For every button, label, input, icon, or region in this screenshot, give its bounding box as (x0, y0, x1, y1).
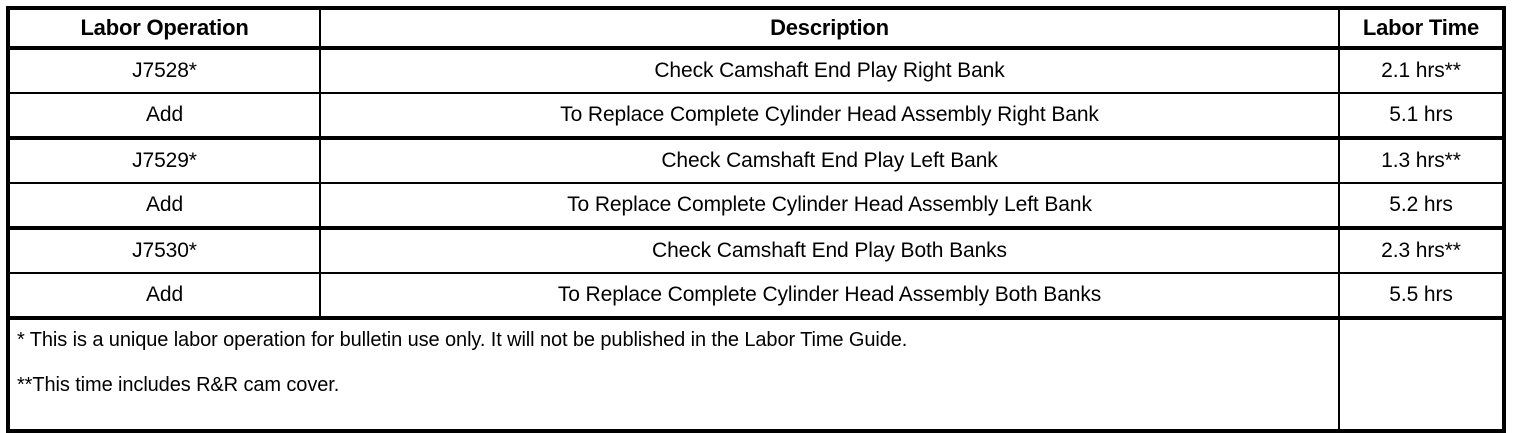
footnote-single-asterisk: * This is a unique labor operation for b… (17, 329, 908, 351)
cell-labor-operation: Add (7, 183, 321, 230)
column-header-labor-operation: Labor Operation (7, 8, 321, 50)
cell-description: To Replace Complete Cylinder Head Assemb… (319, 93, 1340, 140)
cell-labor-operation: Add (7, 273, 321, 320)
cell-labor-time: 2.1 hrs** (1338, 48, 1505, 94)
table-body: J7528* Check Camshaft End Play Right Ban… (7, 48, 1505, 431)
cell-labor-time: 5.5 hrs (1338, 273, 1505, 320)
cell-description: Check Camshaft End Play Left Bank (319, 138, 1340, 184)
column-header-labor-time: Labor Time (1338, 8, 1505, 50)
footnote-double-asterisk: **This time includes R&R cam cover. (17, 374, 340, 396)
cell-labor-time: 5.2 hrs (1338, 183, 1505, 230)
table-footnote-row: * This is a unique labor operation for b… (8, 318, 1504, 431)
table-row: J7530* Check Camshaft End Play Both Bank… (7, 228, 1505, 274)
cell-labor-operation: J7530* (7, 228, 321, 274)
cell-labor-operation: Add (7, 93, 321, 140)
document-sheet: Labor Operation Description Labor Time J… (6, 6, 1506, 433)
table-row: Add To Replace Complete Cylinder Head As… (7, 273, 1505, 320)
table-row: Add To Replace Complete Cylinder Head As… (7, 183, 1505, 230)
cell-description: To Replace Complete Cylinder Head Assemb… (319, 183, 1340, 230)
cell-description: Check Camshaft End Play Both Banks (319, 228, 1340, 274)
cell-labor-operation: J7528* (7, 48, 321, 94)
table-row: J7529* Check Camshaft End Play Left Bank… (7, 138, 1505, 184)
cell-labor-time: 1.3 hrs** (1338, 138, 1505, 184)
labor-operation-table: Labor Operation Description Labor Time J… (6, 6, 1506, 433)
footnote-labor-time-cell (1338, 318, 1504, 431)
cell-description: Check Camshaft End Play Right Bank (319, 48, 1340, 94)
column-header-description: Description (319, 8, 1340, 50)
cell-description: To Replace Complete Cylinder Head Assemb… (319, 273, 1340, 320)
table-row: Add To Replace Complete Cylinder Head As… (7, 93, 1505, 140)
footnote-cell: * This is a unique labor operation for b… (8, 318, 1340, 431)
cell-labor-time: 5.1 hrs (1338, 93, 1505, 140)
table-header-row: Labor Operation Description Labor Time (7, 8, 1505, 50)
cell-labor-time: 2.3 hrs** (1338, 228, 1505, 274)
table-row: J7528* Check Camshaft End Play Right Ban… (7, 48, 1505, 94)
cell-labor-operation: J7529* (7, 138, 321, 184)
